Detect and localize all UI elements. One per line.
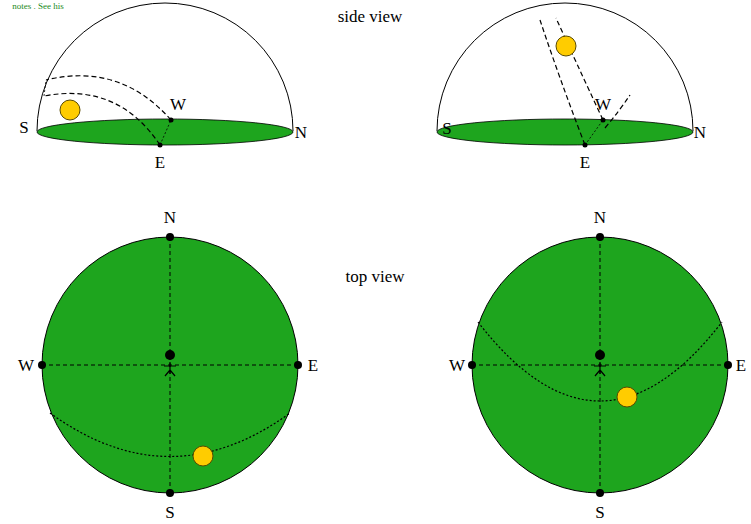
compass-letter: E <box>580 154 590 171</box>
compass-letter: W <box>18 357 34 374</box>
view-title: top view <box>345 268 404 285</box>
compass-letter: W <box>595 96 611 113</box>
compass-letter: S <box>442 120 451 137</box>
view-title: side view <box>338 8 403 25</box>
compass-letter: E <box>736 357 746 374</box>
compass-letter: W <box>170 96 186 113</box>
watermark-note: notes . See his <box>12 2 64 11</box>
compass-letter: N <box>694 124 706 141</box>
compass-letter: E <box>155 154 165 171</box>
compass-letter: N <box>295 124 307 141</box>
compass-letter: N <box>594 209 606 226</box>
compass-letter: W <box>449 357 465 374</box>
compass-letter: S <box>165 504 174 521</box>
compass-letter: N <box>164 209 176 226</box>
compass-letter: E <box>308 357 318 374</box>
compass-letter: S <box>595 504 604 521</box>
compass-letter: S <box>19 119 28 136</box>
